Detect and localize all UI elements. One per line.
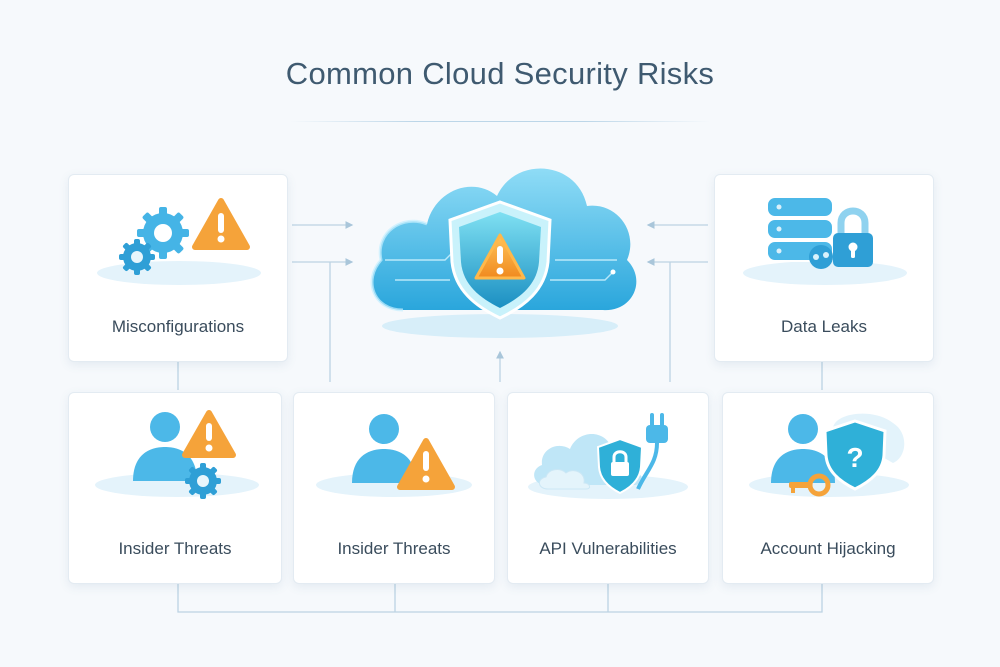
page-title: Common Cloud Security Risks <box>285 56 715 91</box>
card-data-leaks[interactable]: Data Leaks <box>714 174 934 362</box>
cloud-plug-shield-icon <box>528 413 688 499</box>
gears-warning-icon <box>97 198 261 285</box>
card-label: Account Hijacking <box>760 539 896 558</box>
card-insider-threats[interactable]: Insider Threats <box>68 392 282 584</box>
card-label: Insider Threats <box>118 539 232 558</box>
svg-text:?: ? <box>846 442 863 473</box>
card-label: API Vulnerabilities <box>539 539 677 558</box>
card-label: Data Leaks <box>781 317 867 336</box>
user-key-shield-icon: ? <box>749 413 909 497</box>
card-label: Misconfigurations <box>111 317 245 336</box>
user-gear-warning-icon <box>95 410 259 499</box>
card-api-vulnerabilities[interactable]: API Vulnerabilities <box>507 392 709 584</box>
card-label: Insider Threats <box>337 539 451 558</box>
database-lock-icon <box>743 196 907 285</box>
user-warning-icon <box>316 414 472 497</box>
card-insider-threats[interactable]: Insider Threats <box>293 392 495 584</box>
card-account-hijacking[interactable]: ? Account Hijacking <box>722 392 934 584</box>
cloud-shield-warning-icon <box>370 168 637 338</box>
title-divider <box>290 121 710 122</box>
card-misconfigurations[interactable]: Misconfigurations <box>68 174 288 362</box>
central-cloud <box>355 140 645 345</box>
